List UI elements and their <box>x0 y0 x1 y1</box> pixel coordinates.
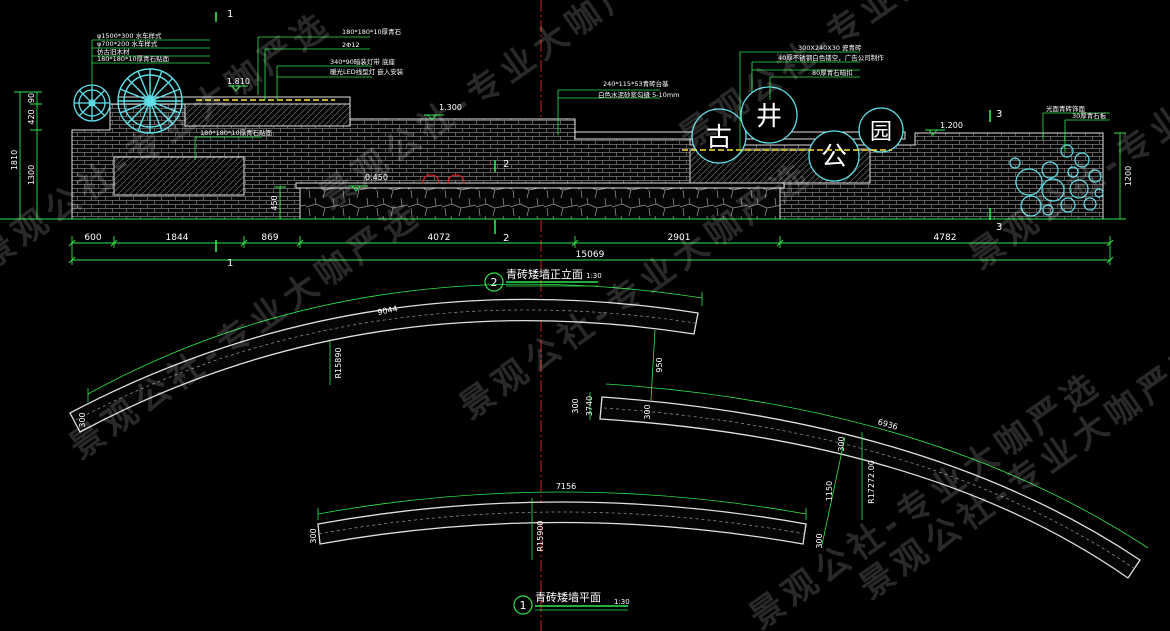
dim-total: 15069 <box>576 250 605 260</box>
dim-869: 869 <box>261 233 278 243</box>
note-wheel-a: φ1500*300 水车样式 <box>97 31 162 40</box>
plan-width-mid: 300 <box>571 398 580 413</box>
note-wheel-b: φ700*200 水车样式 <box>97 39 158 48</box>
level-0450: 0.450 <box>365 173 388 182</box>
dim-4072: 4072 <box>428 233 451 243</box>
sign-char-1: 古 <box>706 123 732 153</box>
note-rebar: 2Φ12 <box>342 41 360 49</box>
plan-title: 青砖矮墙平面 <box>535 590 601 604</box>
dim-2901: 2901 <box>668 233 691 243</box>
sign-char-4: 园 <box>870 120 892 145</box>
water-wheel-small <box>73 84 111 122</box>
section-mark-3b: 3 <box>996 222 1002 233</box>
plan-title-circle <box>513 595 533 615</box>
plan-radius-top: R15890 <box>334 347 343 378</box>
note-right-a: 光面青砖饰面 <box>1046 104 1086 113</box>
elevation-title-number: 2 <box>491 276 498 289</box>
elevation-scale: 1:30 <box>586 272 602 280</box>
section-marks <box>215 12 991 252</box>
note-frame-b: 80厚青石暗扣 <box>812 68 853 77</box>
plan-arc-top: 9044 <box>377 304 399 317</box>
sign-char-3: 公 <box>821 142 847 172</box>
sign-circle-3 <box>808 130 860 182</box>
dim-left-1300: 1300 <box>27 165 36 185</box>
dim-left-420: 420 <box>27 109 36 124</box>
sign-circle-2 <box>740 86 798 144</box>
stone-plinth <box>299 186 781 220</box>
plan-arc-right: 6936 <box>877 417 899 431</box>
bubble-cluster <box>1009 144 1104 217</box>
dim-left-1810: 1810 <box>10 150 19 170</box>
plan-dim-300-a: 300 <box>837 436 846 451</box>
stone-panel <box>113 156 245 196</box>
note-cap: 180*180*10厚青石 <box>342 27 402 36</box>
sign-circle-4 <box>858 107 904 153</box>
note-frame: 40厚不锈钢白色镂空，广告公司制作 <box>778 53 884 62</box>
level-1300: 1.300 <box>439 103 462 112</box>
plan-width-top: 300 <box>78 412 87 427</box>
section-mark-2b: 2 <box>503 233 509 244</box>
plan-arc-bottom: 7156 <box>556 482 576 491</box>
note-right-b: 30厚青石板 <box>1072 111 1107 120</box>
plan-wall-right <box>599 396 1141 579</box>
plan-scale: 1:30 <box>614 598 630 606</box>
section-mark-1a: 1 <box>227 9 233 20</box>
bottom-dimensions <box>14 91 1126 265</box>
plan-wall-bottom <box>317 501 807 545</box>
level-1810: 1.810 <box>227 77 250 86</box>
dim-450: 450 <box>270 195 279 210</box>
plinth-top <box>295 182 785 189</box>
plan-radius-right: R17272.00 <box>867 460 876 504</box>
level-markers <box>228 85 945 192</box>
watermark-7: 景观公社-专业大咖严选 <box>742 364 1109 631</box>
note-lamp: 340*90暗装灯带 底座 <box>330 57 395 66</box>
dim-right-1200: 1200 <box>1124 166 1133 186</box>
plan-title-number: 1 <box>520 599 527 612</box>
planter-box <box>184 103 351 127</box>
note-brick: 240*115*53青砖台基 <box>603 79 669 88</box>
level-1200: 1.200 <box>940 121 963 130</box>
elevation-title-circle <box>484 272 504 292</box>
plan-dim-1150: 1150 <box>825 481 834 501</box>
red-ornament-2 <box>447 174 465 185</box>
note-brick-b: 白色水泥砂浆勾缝 5-10mm <box>598 90 679 99</box>
elevation-title: 青砖矮墙正立面 <box>506 267 583 281</box>
plan-dimensions <box>329 329 863 560</box>
section-mark-1b: 1 <box>227 258 233 269</box>
plan-width-bottom: 300 <box>309 528 318 543</box>
note-letters: 300X240X30 瓷青砖 <box>798 43 862 52</box>
note-panel: 180*180*10厚青石贴面 <box>200 128 273 137</box>
section-mark-2a: 2 <box>503 159 509 170</box>
plan-radius-bottom: R15900 <box>536 520 545 551</box>
plan-dim-950: 950 <box>655 357 664 372</box>
plan-width-right: 300 <box>643 404 652 419</box>
dim-left-90: 90 <box>27 93 36 103</box>
plan-wall-top <box>69 298 699 433</box>
dim-600: 600 <box>84 233 101 243</box>
note-wheel-c: 仿古旧木材 <box>97 47 130 56</box>
red-ornament-1 <box>422 174 440 185</box>
plan-dim-300-b: 300 <box>815 533 824 548</box>
dim-4782: 4782 <box>934 233 957 243</box>
plan-dim-3740: 3740 <box>585 396 594 416</box>
leader-lines <box>91 36 1110 160</box>
dim-1844: 1844 <box>166 233 189 243</box>
elevation-drawing: 古 井 公 园 600 <box>0 9 1133 292</box>
note-wheel-d: 180*180*10厚青石贴面 <box>97 54 170 63</box>
note-lamp-b: 暖光LED线型灯 嵌入安装 <box>330 67 404 76</box>
section-mark-3a: 3 <box>996 109 1002 120</box>
water-wheel-large <box>117 68 183 134</box>
sign-char-2: 井 <box>756 102 782 132</box>
